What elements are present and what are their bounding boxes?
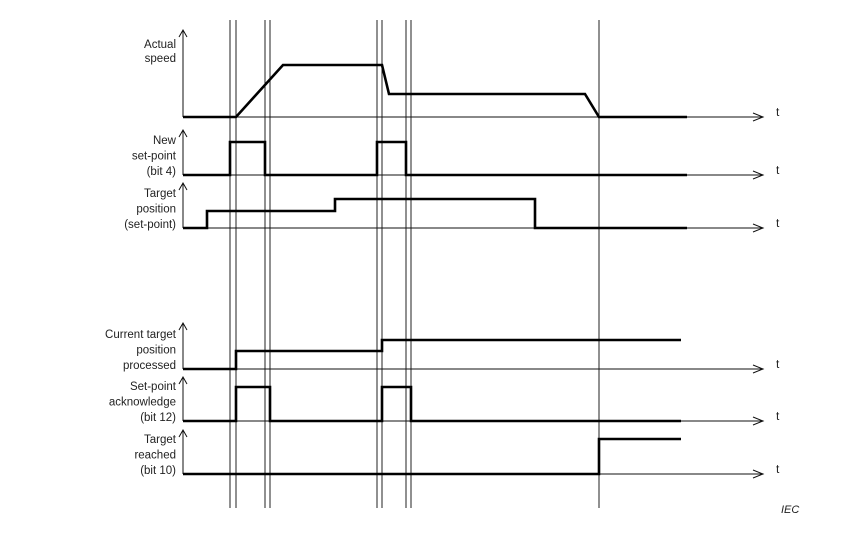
target-reached-label: Target — [144, 434, 177, 446]
actual-speed-trace — [183, 63, 687, 119]
actual-speed-label: Actual — [144, 39, 176, 51]
target-position-trace — [183, 197, 687, 230]
arrow-right-icon — [752, 112, 765, 122]
current-target-position-processed-label: position — [136, 345, 176, 357]
time-axis-label: t — [776, 163, 780, 177]
new-set-point-label: (bit 4) — [147, 166, 177, 178]
time-axis-label: t — [776, 462, 780, 476]
current-target-position-processed-trace — [183, 338, 681, 371]
actual-speed-label: speed — [145, 53, 176, 65]
new-set-point-label: set-point — [132, 151, 177, 163]
arrow-right-icon — [752, 469, 765, 479]
arrow-up-icon — [178, 181, 188, 191]
arrow-right-icon — [752, 223, 765, 233]
iec-credit: IEC — [781, 504, 799, 516]
time-axis-label: t — [776, 105, 780, 119]
current-target-position-processed-label: Current target — [105, 329, 177, 341]
arrow-up-icon — [178, 428, 188, 438]
arrow-up-icon — [178, 28, 188, 38]
arrow-right-icon — [752, 416, 765, 426]
time-axis-label: t — [776, 357, 780, 371]
new-set-point-trace — [183, 140, 687, 177]
arrow-right-icon — [752, 364, 765, 374]
time-axis-label: t — [776, 216, 780, 230]
arrow-up-icon — [178, 375, 188, 385]
arrow-up-icon — [178, 128, 188, 138]
set-point-acknowledge-label: acknowledge — [109, 397, 176, 409]
target-reached-label: (bit 10) — [140, 465, 176, 477]
set-point-acknowledge-label: Set-point — [130, 381, 177, 393]
target-position-label: Target — [144, 188, 177, 200]
target-position-label: (set-point) — [124, 219, 176, 231]
target-reached-label: reached — [134, 450, 176, 462]
target-reached-trace — [183, 437, 681, 476]
new-set-point-label: New — [153, 135, 177, 147]
set-point-acknowledge-trace — [183, 385, 681, 423]
set-point-acknowledge-label: (bit 12) — [140, 412, 176, 424]
current-target-position-processed-label: processed — [123, 360, 176, 372]
arrow-right-icon — [752, 170, 765, 180]
target-position-label: position — [136, 204, 176, 216]
time-axis-label: t — [776, 409, 780, 423]
arrow-up-icon — [178, 321, 188, 331]
time-markers — [229, 20, 600, 508]
